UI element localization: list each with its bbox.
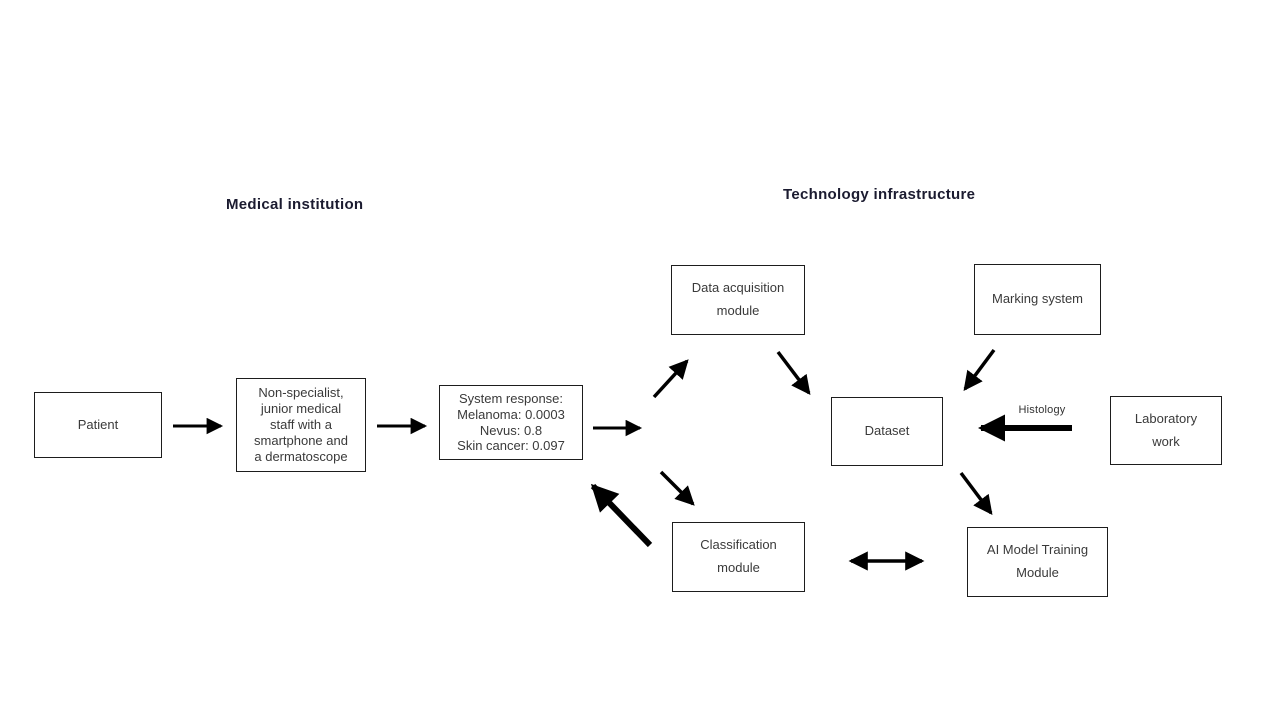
node-ai-model-training-module: AI Model Training Module — [967, 527, 1108, 597]
arrow-marking-system-to-dataset — [963, 348, 996, 391]
arrow-classification-to-system-response-thick — [590, 483, 653, 548]
node-system-response: System response: Melanoma: 0.0003 Nevus:… — [439, 385, 583, 460]
edge-label-histology: Histology — [1018, 404, 1066, 416]
node-nonspecialist-staff: Non-specialist, junior medical staff wit… — [236, 378, 366, 472]
arrow-to-data-acquisition-module — [652, 359, 689, 399]
node-dataset: Dataset — [831, 397, 943, 466]
section-header-medical-institution: Medical institution — [226, 196, 364, 213]
arrow-to-classification-module — [659, 470, 695, 506]
arrow-dataset-to-ai-training — [959, 471, 993, 515]
arrow-data-acquisition-to-dataset — [776, 350, 811, 395]
node-patient: Patient — [34, 392, 162, 458]
node-data-acquisition-module: Data acquisition module — [671, 265, 805, 335]
node-marking-system: Marking system — [974, 264, 1101, 335]
node-classification-module: Classification module — [672, 522, 805, 592]
section-header-technology-infrastructure: Technology infrastructure — [783, 186, 976, 203]
node-laboratory-work: Laboratory work — [1110, 396, 1222, 465]
